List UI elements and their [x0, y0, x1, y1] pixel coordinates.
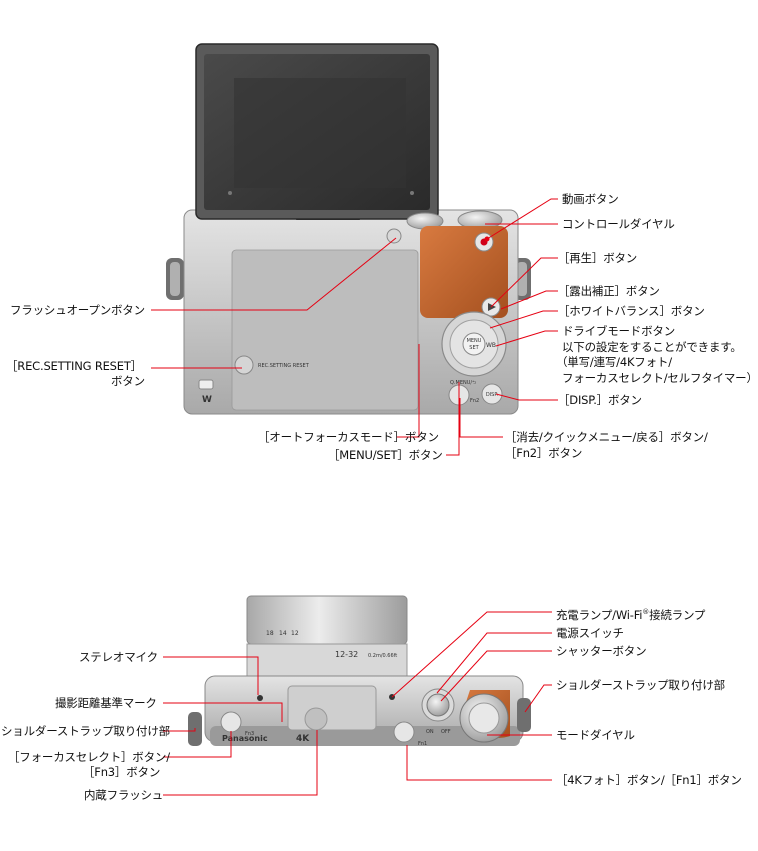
- fn3-mark: Fn3: [245, 731, 254, 737]
- callout-drive-mode-2: 以下の設定をすることができます。: [562, 340, 742, 354]
- disp-mark: DISP.: [486, 392, 499, 398]
- callout-focus-select-2: ［Fn3］ボタン: [83, 765, 161, 779]
- diagram-stage: MENU SET WB Q.MENU/⮌ Fn2 DISP. REC.SETTI…: [1, 43, 758, 802]
- off-mark: OFF: [441, 729, 451, 735]
- callout-drive-mode-3: （単写/連写/4Kフォト/: [556, 355, 672, 369]
- strap-lug-left: [166, 258, 184, 300]
- strap-lug-top-right: [517, 698, 531, 732]
- top-leader-lines: [163, 611, 552, 796]
- callout-af-mode-button: ［オートフォーカスモード］ボタン: [258, 430, 439, 444]
- rec-setting-reset-button[interactable]: [234, 355, 254, 375]
- focus-select-fn3-button[interactable]: [220, 711, 242, 733]
- lens-mark-12: 12: [291, 630, 299, 637]
- callout-rec-reset-1: ［REC.SETTING RESET］: [6, 359, 142, 373]
- lens-scale-mark: 0.2m/0.66ft: [368, 653, 397, 659]
- shutter-button[interactable]: [426, 693, 450, 717]
- callout-flash-open-button: フラッシュオープンボタン: [10, 303, 145, 317]
- callout-charge-lamp-b: 接続ランプ: [649, 607, 706, 622]
- callout-control-dial: コントロールダイヤル: [562, 217, 675, 231]
- fn1-mark: Fn1: [418, 741, 427, 747]
- tilt-lcd-screen: [195, 43, 439, 220]
- camera-top-view: 18 14 12 12-32 0.2m/0.66ft Panasonic 4K …: [188, 595, 531, 747]
- wb-mark: WB: [486, 342, 496, 349]
- stereo-mic-mark: [257, 695, 263, 701]
- callout-drive-mode-4: フォーカスセレクト/セルフタイマー）: [562, 371, 758, 385]
- callout-power-switch: 電源スイッチ: [556, 626, 624, 640]
- lens-mark-14: 14: [279, 630, 287, 637]
- callout-drive-mode-1: ドライブモードボタン: [562, 324, 675, 338]
- disp-button[interactable]: [481, 383, 503, 405]
- callout-movie-button: 動画ボタン: [562, 192, 619, 206]
- callout-white-balance-button: ［ホワイトバランス］ボタン: [558, 304, 705, 318]
- callout-shutter-button: シャッターボタン: [556, 644, 647, 658]
- callout-charge-lamp-sup: ®: [642, 608, 650, 616]
- callout-4k-photo-button: ［4Kフォト］ボタン/［Fn1］ボタン: [556, 773, 742, 787]
- set-mark: SET: [469, 345, 479, 351]
- callout-exposure-button: ［露出補正］ボタン: [558, 284, 660, 298]
- rec-reset-mark: REC.SETTING RESET: [258, 363, 310, 369]
- menu-set-button[interactable]: [462, 332, 486, 356]
- fn2-mark: Fn2: [470, 398, 479, 404]
- callout-delete-2: ［Fn2］ボタン: [505, 446, 583, 460]
- callout-mode-dial: モードダイヤル: [556, 728, 635, 742]
- back-leader-lines: [151, 198, 558, 456]
- lens-focal-mark: 12-32: [335, 650, 358, 659]
- qmenu-mark: Q.MENU/⮌: [450, 379, 476, 386]
- callout-charge-lamp-a: 充電ランプ/Wi-Fi: [556, 607, 643, 622]
- callout-charge-lamp: 充電ランプ/Wi-Fi®接続ランプ: [556, 605, 705, 623]
- flash-open-button-mark[interactable]: [386, 228, 402, 244]
- callout-strap-left: ショルダーストラップ取り付け部: [1, 724, 170, 738]
- camera-back-view: MENU SET WB Q.MENU/⮌ Fn2 DISP. REC.SETTI…: [166, 43, 531, 415]
- callout-builtin-flash: 内蔵フラッシュ: [84, 788, 164, 802]
- back-leather-panel: [231, 249, 419, 411]
- callout-playback-button: ［再生］ボタン: [558, 251, 638, 265]
- callout-disp-button: ［DISP.］ボタン: [558, 393, 642, 407]
- menu-mark: MENU: [467, 338, 482, 344]
- 4k-badge: 4K: [296, 734, 310, 744]
- lens: 18 14 12 12-32 0.2m/0.66ft: [246, 595, 408, 677]
- on-mark: ON: [426, 729, 434, 735]
- 4k-photo-fn1-button[interactable]: [393, 721, 415, 743]
- brand-mark: Panasonic: [222, 734, 268, 743]
- callout-strap-right: ショルダーストラップ取り付け部: [556, 678, 725, 692]
- callout-menu-set-button: ［MENU/SET］ボタン: [328, 448, 443, 462]
- camera-diagram: MENU SET WB Q.MENU/⮌ Fn2 DISP. REC.SETTI…: [151, 43, 558, 796]
- svg-text:W: W: [202, 395, 212, 405]
- builtin-flash-housing: [287, 685, 377, 731]
- lens-mark-18: 18: [266, 630, 274, 637]
- callout-focus-select-1: ［フォーカスセレクト］ボタン/: [8, 750, 170, 764]
- callout-focus-distance-mark: 撮影距離基準マーク: [55, 696, 157, 710]
- callout-stereo-mic: ステレオマイク: [79, 650, 158, 664]
- callout-rec-reset-2: ボタン: [111, 374, 145, 388]
- callout-delete-1: ［消去/クイックメニュー/戻る］ボタン/: [505, 430, 708, 444]
